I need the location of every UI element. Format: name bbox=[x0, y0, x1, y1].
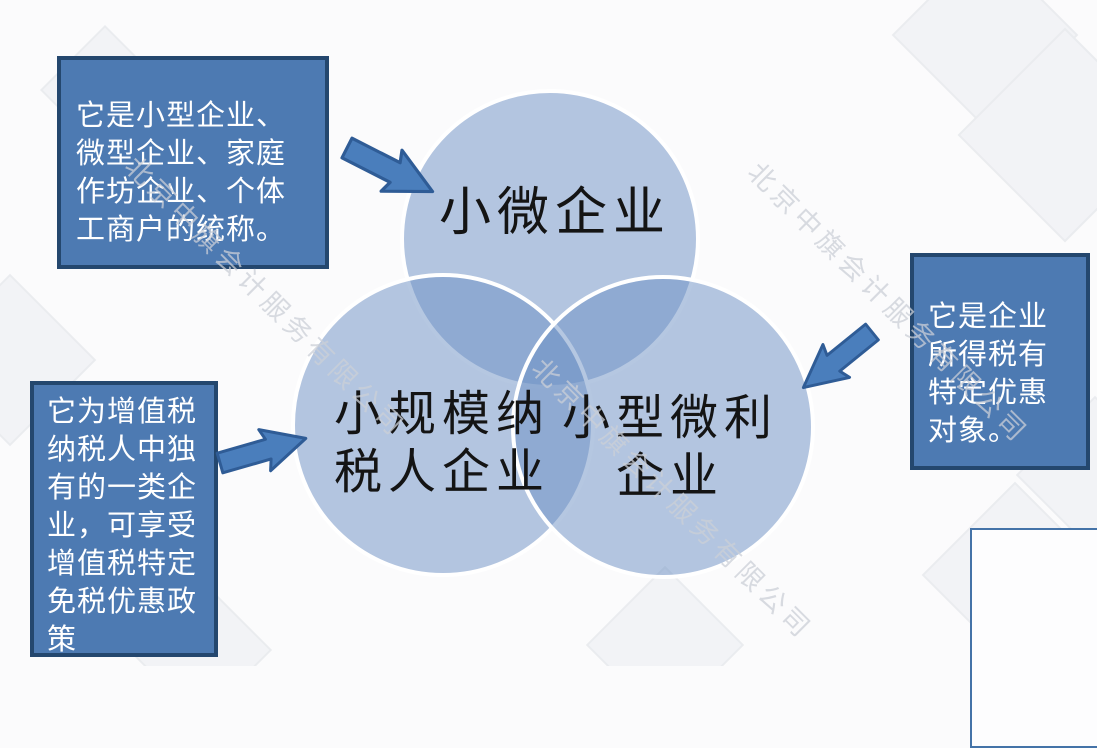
circle-bottom-left-label: 小规模纳税人企业 bbox=[333, 386, 550, 500]
arrow-bottom-left-icon bbox=[215, 428, 308, 475]
arrows-layer bbox=[215, 136, 880, 475]
arrow-top-left-icon bbox=[340, 136, 435, 194]
venn-diagram bbox=[291, 89, 815, 579]
circle-bottom-right-label: 小型微利企业 bbox=[561, 390, 778, 504]
callout-right-text: 它是企业所得税有特定优惠对象。 bbox=[928, 299, 1049, 447]
arrow-right-icon bbox=[801, 322, 880, 390]
circle-top-label: 小微企业 bbox=[438, 183, 671, 243]
